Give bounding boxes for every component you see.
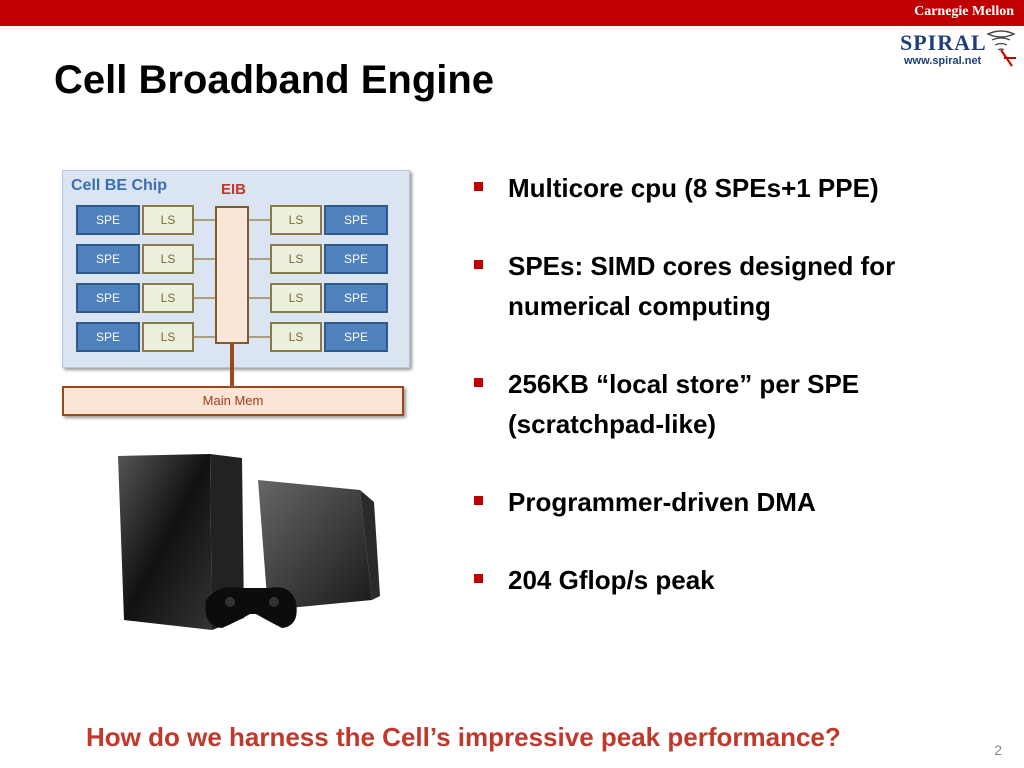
connector-lines	[192, 219, 270, 386]
spe-block: SPE	[324, 244, 388, 274]
spe-block: SPE	[324, 283, 388, 313]
bullet-marker-icon	[474, 496, 483, 505]
ls-block: LS	[270, 205, 322, 235]
playstation-console-image	[118, 454, 380, 630]
bullet-text: SPEs: SIMD cores designed for numerical …	[508, 251, 896, 321]
bullet-marker-icon	[474, 378, 483, 387]
ls-block: LS	[142, 244, 194, 274]
ls-block: LS	[142, 322, 194, 352]
bullet-item: Multicore cpu (8 SPEs+1 PPE)	[474, 168, 994, 208]
bullet-item: Programmer-driven DMA	[474, 482, 994, 522]
bullet-marker-icon	[474, 182, 483, 191]
main-mem-block: Main Mem	[62, 386, 404, 416]
eib-bus	[215, 206, 249, 344]
eib-label: EIB	[221, 181, 247, 198]
ls-block: LS	[270, 244, 322, 274]
bullet-text: 256KB “local store” per SPE (scratchpad-…	[508, 369, 860, 439]
top-bar	[0, 0, 1024, 26]
spe-block: SPE	[76, 322, 140, 352]
bullet-text: Multicore cpu (8 SPEs+1 PPE)	[508, 173, 879, 203]
logo-wordmark: SPIRAL	[900, 30, 987, 55]
bullet-marker-icon	[474, 574, 483, 583]
ls-block: LS	[142, 283, 194, 313]
bullet-item: 204 Gflop/s peak	[474, 560, 994, 600]
university-name: Carnegie Mellon	[914, 4, 1014, 19]
ls-block: LS	[270, 322, 322, 352]
spe-block: SPE	[76, 244, 140, 274]
spiral-logo: SPIRAL www.spiral.net	[898, 28, 1018, 72]
bullet-list: Multicore cpu (8 SPEs+1 PPE) SPEs: SIMD …	[474, 168, 994, 638]
chip-label: Cell BE Chip	[71, 177, 168, 194]
closing-question: How do we harness the Cell’s impressive …	[86, 722, 841, 752]
spe-block: SPE	[76, 205, 140, 235]
bullet-item: 256KB “local store” per SPE (scratchpad-…	[474, 364, 994, 444]
slide-title: Cell Broadband Engine	[54, 58, 495, 102]
spiral-icon	[986, 30, 1016, 67]
bullet-item: SPEs: SIMD cores designed for numerical …	[474, 246, 994, 326]
spe-block: SPE	[324, 205, 388, 235]
bullet-text: Programmer-driven DMA	[508, 487, 816, 517]
bullet-marker-icon	[474, 260, 483, 269]
cell-be-diagram: Cell BE Chip EIB SPE LS LS SPE SPE LS LS…	[58, 168, 410, 428]
spe-block: SPE	[324, 322, 388, 352]
ls-block: LS	[270, 283, 322, 313]
spe-block: SPE	[76, 283, 140, 313]
bullet-text: 204 Gflop/s peak	[508, 565, 715, 595]
page-number: 2	[994, 742, 1002, 758]
ls-block: LS	[142, 205, 194, 235]
logo-url: www.spiral.net	[904, 55, 982, 67]
